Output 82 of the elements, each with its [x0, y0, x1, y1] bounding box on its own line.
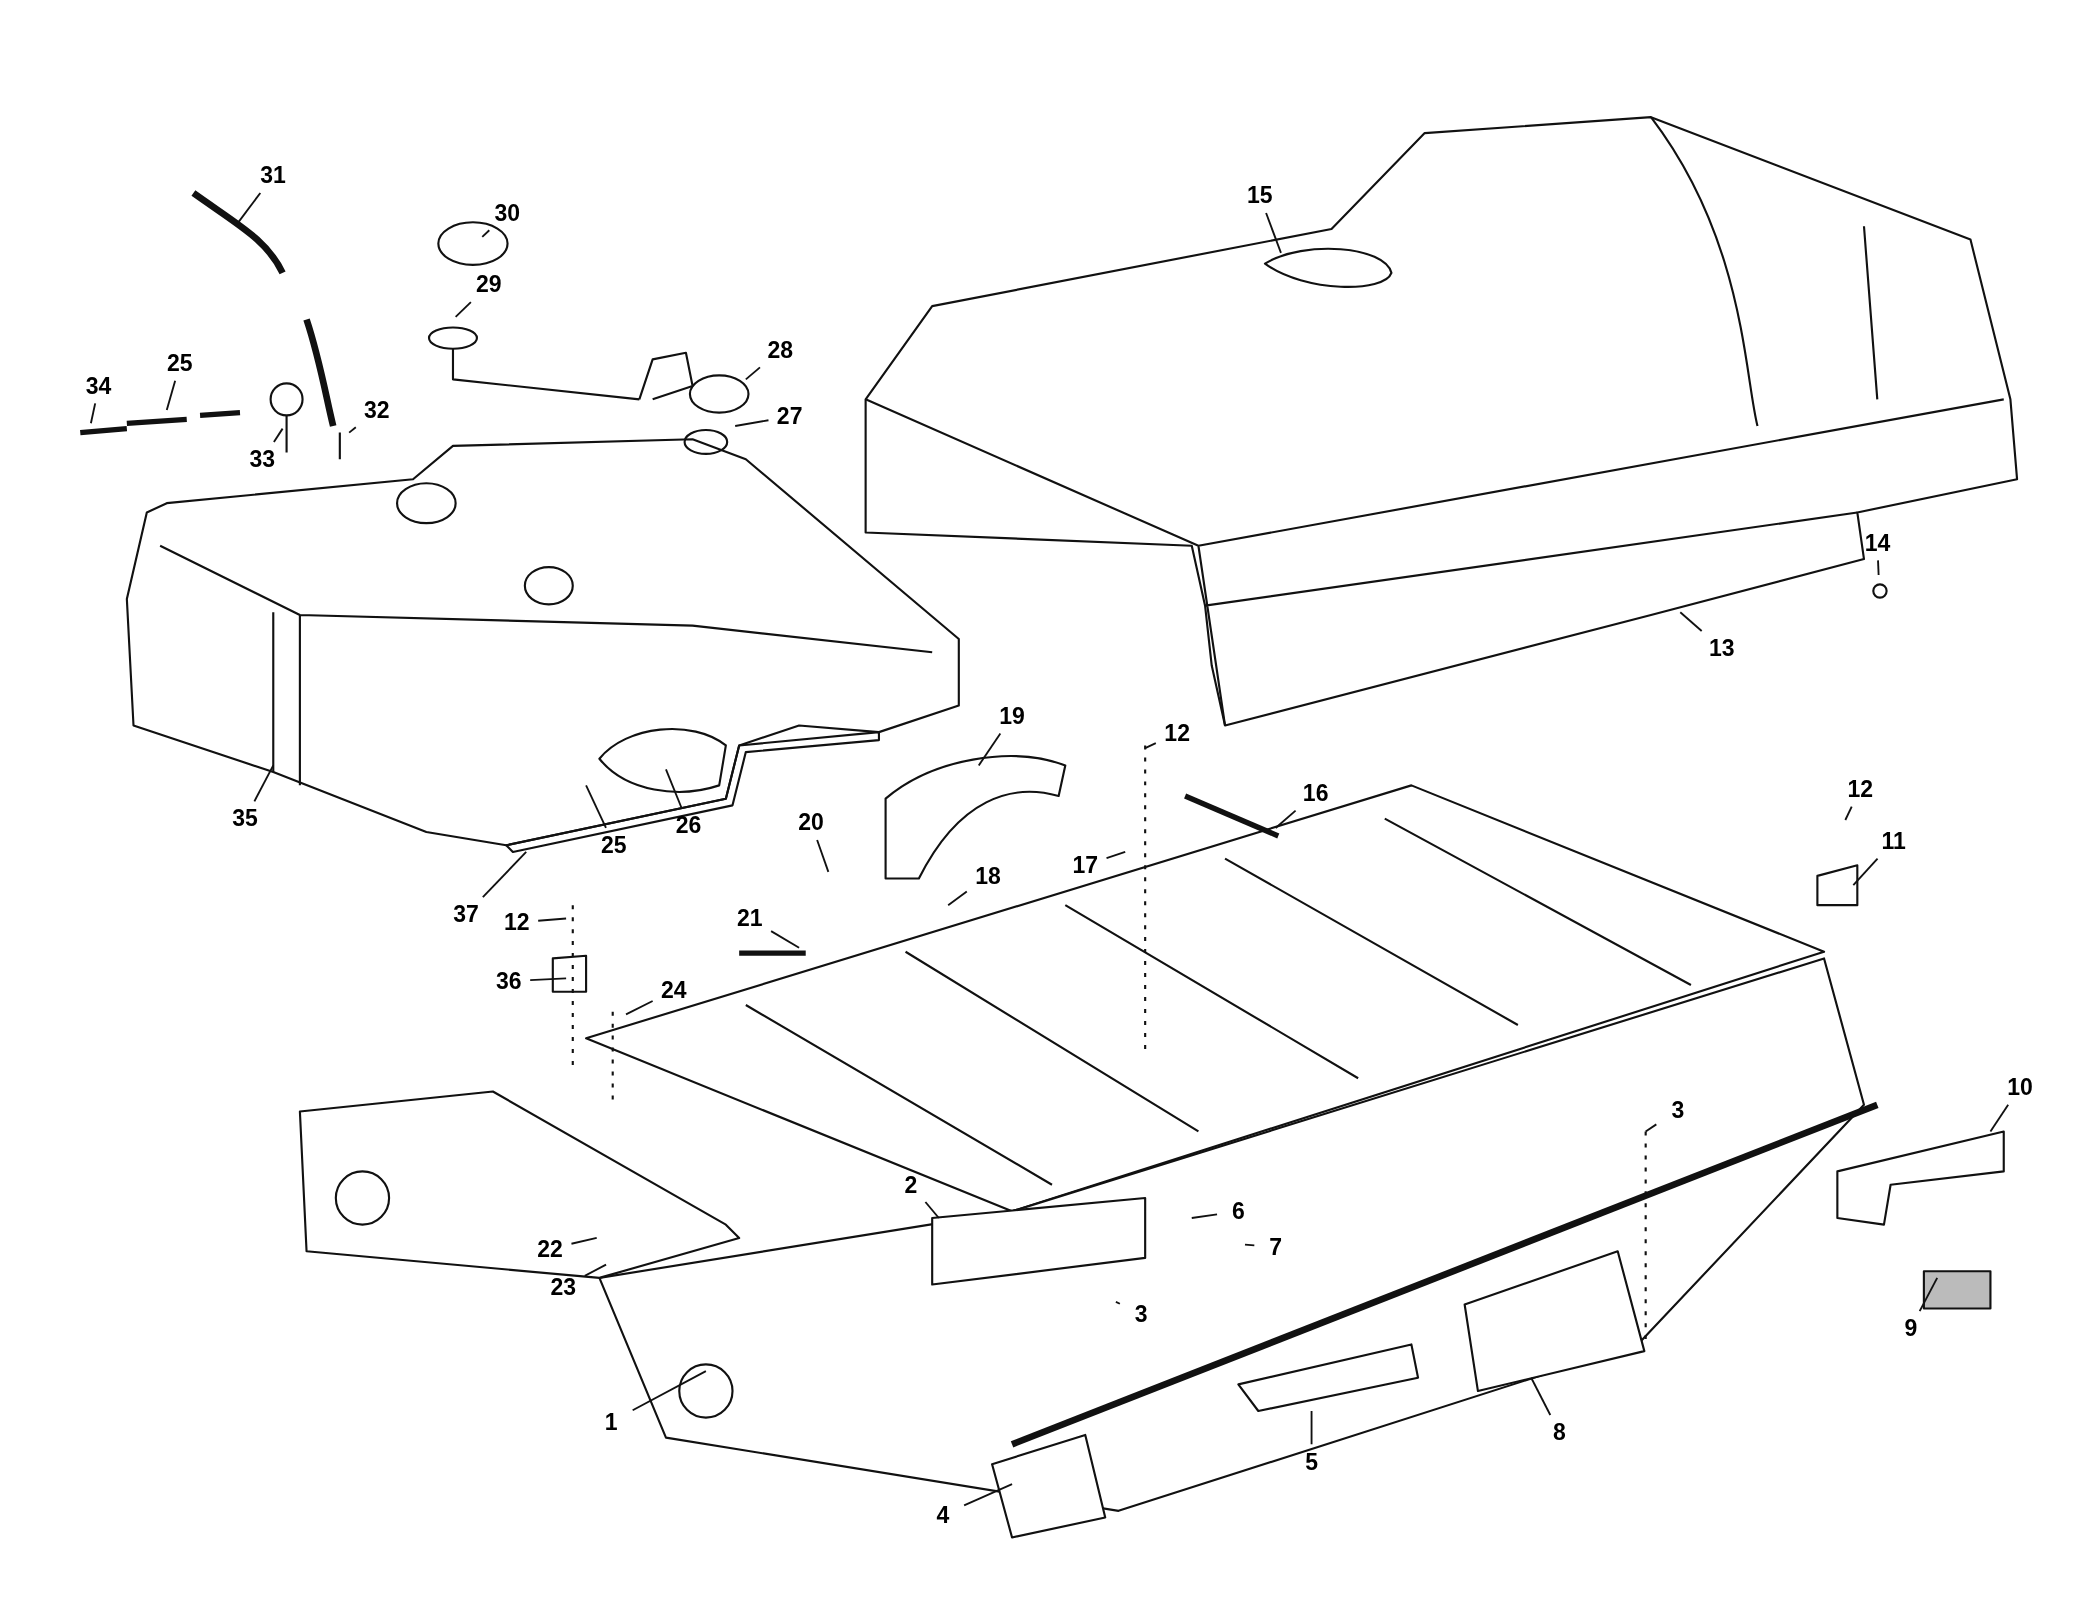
callout-number: 21: [736, 907, 763, 931]
leader-line: [1530, 1376, 1552, 1416]
leader-line: [963, 1483, 1013, 1507]
leader-line: [947, 890, 968, 907]
callout-number: 8: [1552, 1421, 1566, 1445]
leader-line: [165, 379, 177, 411]
leader-line: [1918, 1276, 1939, 1313]
leader-line: [1105, 851, 1127, 860]
leader-line: [89, 402, 97, 425]
callout-number: 16: [1302, 782, 1329, 806]
callout-number: 6: [1232, 1200, 1245, 1224]
leader-line: [481, 851, 528, 899]
leader-line: [1190, 1213, 1218, 1219]
callout-number: 24: [661, 979, 687, 1003]
leader-line: [1244, 1243, 1256, 1247]
leader-line: [1114, 1300, 1121, 1305]
leader-line: [816, 839, 830, 873]
callout-number: 34: [85, 374, 112, 398]
callout-number: 29: [475, 273, 502, 297]
leader-line: [1274, 809, 1297, 829]
leader-line: [625, 1000, 654, 1016]
leader-line: [770, 930, 800, 949]
callout-number: 12: [1847, 778, 1874, 802]
leader-line: [348, 426, 357, 434]
leader-line: [529, 977, 568, 981]
leader-line: [1852, 857, 1879, 887]
callout-number: 13: [1709, 637, 1735, 660]
callout-number: 30: [494, 201, 521, 225]
leader-line: [744, 366, 761, 381]
callout-number: 18: [975, 864, 1001, 888]
leader-line: [665, 768, 683, 809]
leader-line: [1989, 1103, 2010, 1133]
callout-number: 33: [249, 447, 276, 471]
callout-number: 4: [936, 1503, 950, 1527]
leader-line: [273, 427, 284, 443]
callout-number: 9: [1904, 1317, 1918, 1341]
callout-number: 32: [364, 398, 390, 422]
leader-line: [1644, 1123, 1658, 1133]
leader-line: [481, 229, 491, 238]
callout-number: 22: [537, 1237, 563, 1261]
leader-line: [1310, 1410, 1313, 1446]
leader-line: [734, 419, 770, 427]
callout-number: 5: [1305, 1450, 1319, 1474]
callout-number: 27: [776, 405, 803, 429]
leader-line: [977, 732, 1002, 767]
leader-line: [253, 764, 275, 803]
callout-number: 31: [260, 164, 286, 188]
callout-number: 3: [1671, 1099, 1685, 1123]
leader-line: [537, 917, 568, 922]
leader-line: [1877, 559, 1880, 576]
callout-number: 23: [550, 1276, 577, 1300]
leader-line: [1144, 742, 1157, 750]
callout-number: 26: [675, 814, 702, 838]
callout-number: 3: [1134, 1302, 1148, 1326]
callout-number: 36: [495, 969, 522, 993]
callout-number: 25: [166, 352, 193, 376]
leader-line: [924, 1201, 940, 1219]
callout-number: 19: [999, 704, 1025, 728]
callout-number: 1: [604, 1410, 618, 1434]
callout-number: 25: [601, 834, 627, 858]
callout-number: 35: [232, 807, 258, 831]
leader-line: [631, 1370, 707, 1412]
callout-number: 17: [1072, 854, 1099, 878]
callout-number: 37: [453, 903, 479, 927]
leader-line: [236, 192, 262, 225]
callout-number: 15: [1246, 184, 1273, 208]
leader-line: [585, 784, 607, 829]
leader-line: [583, 1263, 607, 1277]
callout-number: 12: [503, 911, 530, 935]
leader-line: [1844, 805, 1853, 821]
callout-number: 11: [1881, 830, 1906, 854]
callout-number: 12: [1164, 722, 1190, 746]
callout-number: 28: [767, 338, 794, 362]
leader-line: [454, 301, 472, 318]
callout-number: 2: [904, 1173, 918, 1197]
leader-line: [1679, 611, 1703, 632]
callout-number: 7: [1269, 1236, 1283, 1260]
callout-number: 20: [798, 811, 824, 835]
leader-line: [570, 1237, 598, 1245]
callout-number: 10: [2007, 1076, 2033, 1100]
callout-number: 14: [1864, 531, 1891, 555]
leader-line: [1265, 212, 1282, 254]
